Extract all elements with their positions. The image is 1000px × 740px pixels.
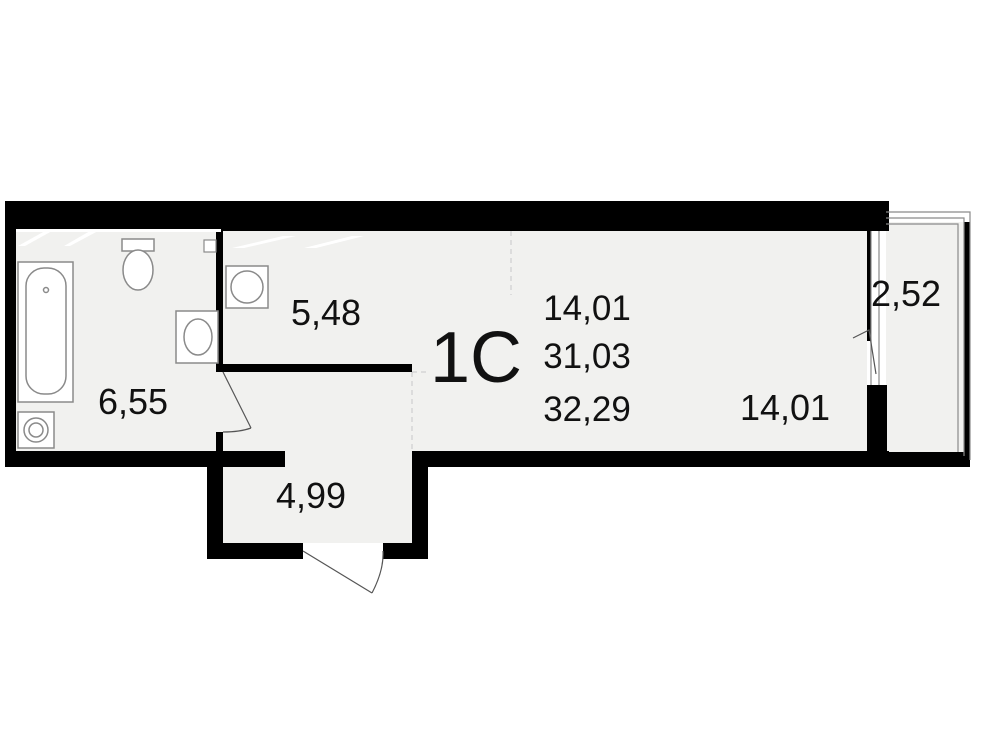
living-room-area: 14,01: [740, 387, 830, 428]
balcony-area: 2,52: [871, 273, 941, 314]
unit-type-label: 1C: [430, 318, 522, 398]
kitchen-area: 5,48: [291, 292, 361, 333]
right-wall-upper: [867, 231, 871, 341]
floor-areas: [16, 222, 964, 543]
total-area-with-balcony-value: 32,29: [543, 390, 631, 429]
balcony-door: [852, 329, 877, 375]
right-wall-lower: [867, 385, 887, 467]
bottom-wall-right: [412, 451, 889, 467]
window-kitchen-1: [232, 236, 296, 248]
balcony-right-wall: [964, 222, 970, 460]
radiator: [203, 239, 217, 253]
window-bathroom-1: [18, 231, 52, 246]
hallway-floor: [222, 372, 412, 451]
window-kitchen-2: [304, 236, 364, 248]
left-wall: [5, 201, 16, 466]
living-area-value: 14,01: [543, 289, 631, 328]
washing-machine: [17, 411, 55, 449]
window-top-strip: [16, 229, 221, 232]
kitchen-partition: [216, 364, 412, 372]
entrance-bottom-right: [383, 543, 428, 559]
bathroom-partition-upper: [216, 231, 223, 366]
bathroom-area: 6,55: [98, 381, 168, 422]
windows: [16, 229, 364, 248]
entrance-left-wall: [207, 451, 223, 559]
top-wall: [5, 201, 889, 231]
bathroom-sink: [175, 310, 219, 364]
living-room-floor: [412, 231, 867, 451]
total-area-value: 31,03: [543, 337, 631, 376]
balcony-bottom-wall: [882, 452, 970, 467]
doors: [222, 329, 877, 594]
kitchen-sink: [225, 265, 269, 309]
toilet: [121, 238, 155, 291]
balcony-floor: [886, 222, 964, 452]
entrance-bottom-left: [207, 543, 303, 559]
entrance-door: [302, 550, 384, 594]
walls: [5, 201, 970, 559]
balcony-glazing: [870, 211, 971, 460]
bathroom-door: [222, 371, 252, 433]
room-dividers: [411, 231, 512, 451]
bottom-wall-left: [5, 451, 285, 467]
bathroom-partition-lower: [216, 432, 223, 452]
bathtub: [17, 261, 74, 403]
entrance-right-wall: [412, 451, 428, 559]
window-bathroom-2: [64, 231, 98, 246]
hallway-area: 4,99: [276, 475, 346, 516]
